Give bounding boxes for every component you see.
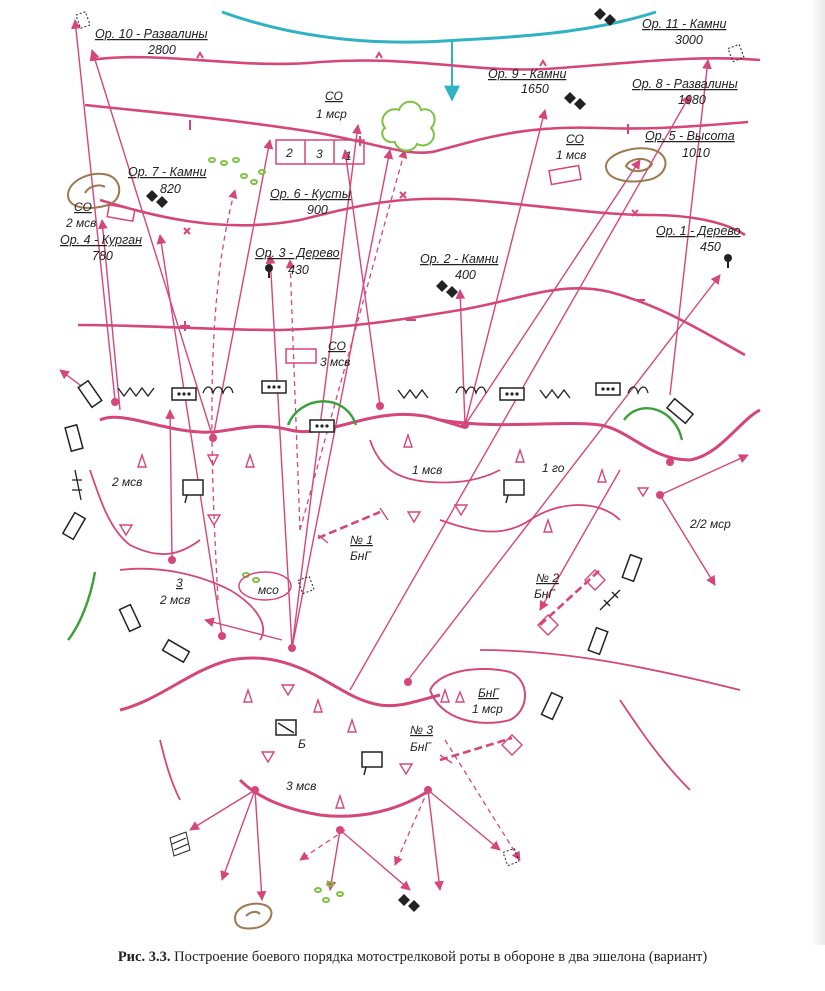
or1-range: 450 [700,240,721,254]
bng2-title: № 2 [536,571,559,585]
co-1msv-title: СО [566,132,584,146]
bng-1msr-title: БнГ [478,686,500,700]
co-2msv-title: СО [74,200,92,214]
bng2-sub: БнГ [534,587,556,601]
mso-label: мсо [258,583,279,597]
or10-label: Ор. 10 - Развалины [95,27,208,41]
positions [89,439,741,801]
unit-symbols [118,432,650,809]
range-line-1 [89,55,761,71]
msv3-bottom: 2 мсв [159,593,190,607]
or8-label: Ор. 8 - Развалины [632,77,738,91]
co-1msv-box [548,164,582,186]
bng-1msr-sub: 1 мср [472,702,503,716]
tree-icons [265,254,732,278]
figure-caption: Рис. 3.3. Построение боевого порядка мот… [40,949,785,966]
or2-label: Ор. 2 - Камни [420,252,498,266]
unit-labels: 2 мсв 1 мсв 1 го 2/2 мср 3 2 мсв мсо 3 м… [111,461,731,793]
dashed-markers [75,11,745,867]
or6-range: 900 [307,203,328,217]
co-2msv-box [106,203,136,223]
or11-range: 3000 [675,33,703,47]
bng1-title: № 1 [350,533,373,547]
terrain [66,147,667,930]
caption-prefix: Рис. 3.3. [117,949,171,965]
range-line-2 [84,103,749,154]
range-line-3 [99,197,746,237]
msv3-top: 3 [176,576,183,590]
or9-label: Ор. 9 - Камни [488,67,566,81]
or4-range: 780 [92,249,113,263]
mine-dots [177,385,615,428]
or7-range: 820 [160,182,181,196]
or9-range: 1650 [521,82,549,96]
or7-label: Ор. 7 - Камни [128,165,206,179]
or5-range: 1010 [682,146,710,160]
group-labels: № 1 БнГ № 2 БнГ № 3 БнГ БнГ 1 мср [350,533,559,754]
msv2-label: 2 мсв [111,475,142,489]
co-1msr-title: СО [325,89,343,103]
go1-label: 1 го [542,461,565,475]
bng3-sub: БнГ [410,740,432,754]
bng1-sub: БнГ [350,549,372,563]
co-2msv-sub: 2 мсв [65,216,96,230]
observation-posts [106,139,582,601]
or8-range: 1980 [678,93,706,107]
co-3msv-sub: 3 мсв [320,355,350,369]
or3-range: 430 [288,263,309,277]
range-lines [77,55,761,357]
b-mark: Б [298,737,306,751]
command-posts [182,479,525,776]
vehicle-c: 1 [345,149,352,163]
junction-points [111,398,674,834]
msv1-label: 1 мсв [412,463,442,477]
vehicle-order: 2 3 1 [285,146,352,163]
msv3b-label: 3 мсв [286,779,316,793]
caption-text: Построение боевого порядка мотострелково… [174,949,708,965]
page-edge-shadow [811,0,825,945]
bng3-title: № 3 [410,723,433,737]
mine-fields [61,379,695,721]
or5-label: Ор. 5 - Высота [645,129,735,143]
dashed-arrows [211,149,521,866]
or2-range: 400 [455,268,476,282]
or1-label: Ор. 1 - Дерево [656,224,741,238]
fire-arrows [59,19,749,901]
unit-links [317,510,601,762]
range-line-4 [77,286,746,357]
bushes [208,100,436,903]
vehicle-b: 3 [316,147,323,161]
mso-outline [238,571,292,601]
range-ticks [180,51,645,331]
or10-range: 2800 [147,43,176,57]
second-echelon-edge [119,656,441,818]
landmark-labels: Ор. 10 - Развалины 2800 Ор. 11 - Камни 3… [60,17,741,282]
post-labels: СО 1 мср СО 1 мсв СО 2 мсв СО 3 мсв [65,89,586,369]
vehicle-a: 2 [285,146,293,160]
or4-label: Ор. 4 - Курган [60,233,142,247]
or11-label: Ор. 11 - Камни [642,17,726,31]
co-1msv-sub: 1 мсв [556,148,586,162]
co-1msr-sub: 1 мср [316,107,347,121]
defense-order-diagram: Ор. 10 - Развалины 2800 Ор. 11 - Камни 3… [59,8,761,930]
blast-symbols [146,8,616,912]
or3-label: Ор. 3 - Дерево [255,246,340,260]
hatched-marker [169,831,191,857]
co-3msv-box [285,348,317,364]
obstacles [72,386,649,611]
msr22-label: 2/2 мср [689,517,731,531]
or6-label: Ор. 6 - Кусты [270,187,351,201]
camouflage [67,400,684,641]
co-3msv-title: СО [328,339,346,353]
front-edge [99,408,761,462]
co-1msr-vehicles [275,139,365,165]
river [221,10,657,102]
